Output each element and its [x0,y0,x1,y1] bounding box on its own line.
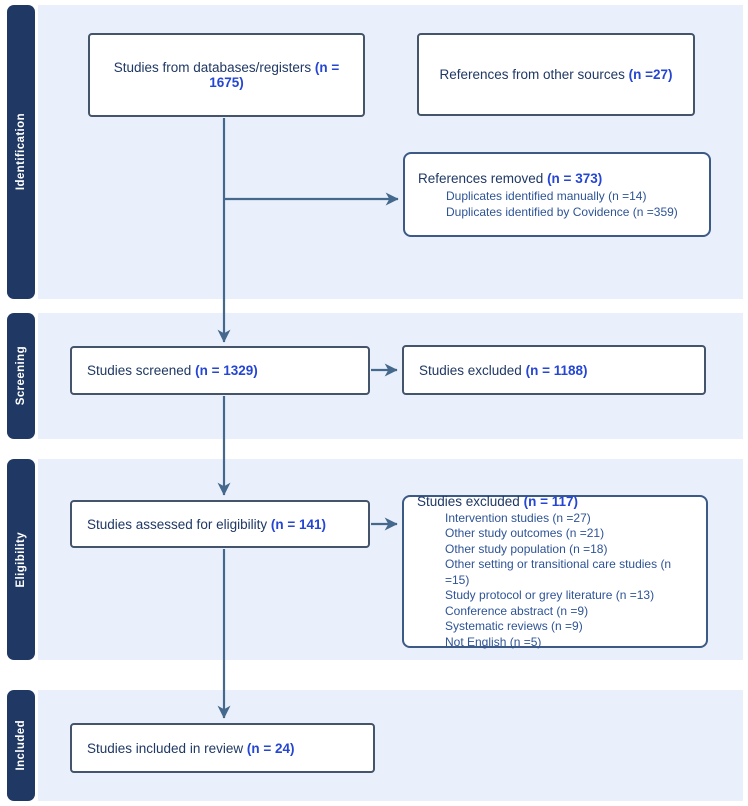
exclusion-reason: Other study population (n =18) [445,541,608,556]
box-studies-from-databases-text: Studies from databases/registers (n = 16… [102,60,351,90]
box-label: Studies excluded [419,362,526,378]
box-label: Studies excluded [417,493,524,509]
box-references-removed: References removed (n = 373) Duplicates … [403,152,711,237]
phase-tab-included: Included [7,690,35,801]
box-label: Studies assessed for eligibility [87,516,271,532]
box-count: (n = 1675) [209,60,340,90]
box-label: References from other sources [439,67,629,82]
box-label: Studies from databases/registers [113,60,315,75]
exclusion-reason: Intervention studies (n =27) [445,510,591,525]
box-studies-screened-text: Studies screened (n = 1329) [87,363,258,378]
box-count: (n = 141) [270,516,326,532]
box-count: (n = 1329) [195,363,258,378]
exclusion-reason: Duplicates identified manually (n =14) [446,189,647,203]
phase-tab-eligibility: Eligibility [7,459,35,660]
box-references-removed-title: References removed (n = 373) [418,169,699,188]
exclusion-reason: Duplicates identified by Covidence (n =3… [446,205,678,219]
exclusion-reason: Other study outcomes (n =21) [445,526,605,541]
box-label: References removed [418,171,548,186]
box-label: Studies included in review [87,740,247,756]
box-count: (n = 373) [547,171,603,186]
exclusion-reason: Conference abstract (n =9) [445,603,589,618]
exclusion-reason: Other setting or transitional care studi… [445,557,672,587]
box-studies-assessed: Studies assessed for eligibility (n = 14… [70,500,370,548]
box-studies-excluded-eligibility: Studies excluded (n = 117) Intervention … [402,493,708,649]
box-count: (n = 117) [523,493,578,509]
box-studies-included: Studies included in review (n = 24) [70,723,375,773]
box-count: (n = 1188) [525,362,588,378]
phase-tab-screening: Screening [7,313,35,439]
box-studies-included-text: Studies included in review (n = 24) [87,741,294,756]
box-studies-screened: Studies screened (n = 1329) [70,346,370,395]
phase-tab-identification: Identification [7,5,35,299]
box-count: (n = 24) [246,740,295,756]
box-label: Studies screened [87,363,196,378]
box-studies-from-databases: Studies from databases/registers (n = 16… [88,33,365,117]
box-count: (n =27) [628,67,673,82]
box-studies-assessed-text: Studies assessed for eligibility (n = 14… [87,517,326,532]
box-studies-excluded-screening-text: Studies excluded (n = 1188) [419,363,588,378]
exclusion-reason: Study protocol or grey literature (n =13… [445,588,655,603]
box-references-other-sources-text: References from other sources (n =27) [440,67,673,82]
exclusion-reason: Not English (n =5) [445,634,542,649]
box-studies-excluded-screening: Studies excluded (n = 1188) [402,345,706,395]
box-studies-excluded-eligibility-title: Studies excluded (n = 117) [417,493,696,511]
exclusion-reason: Systematic reviews (n =9) [445,619,583,634]
box-references-other-sources: References from other sources (n =27) [417,33,695,116]
